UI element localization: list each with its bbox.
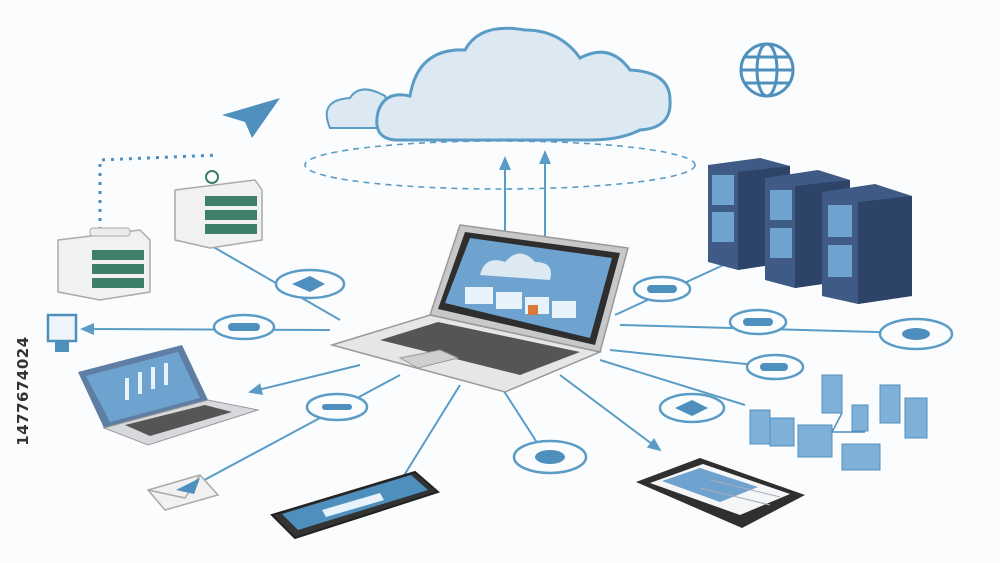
tablet-icon <box>270 470 440 540</box>
router-icon <box>57 170 263 301</box>
link-envelope <box>194 374 401 486</box>
building-cluster-icon <box>749 374 928 471</box>
node <box>728 308 788 336</box>
node <box>658 392 726 424</box>
tablet-icon <box>636 458 805 528</box>
link-laptop-small <box>248 364 361 395</box>
server-rack-icon <box>708 158 912 304</box>
paper-plane-icon <box>222 98 280 138</box>
link-tablet <box>394 384 461 491</box>
node <box>305 392 369 422</box>
network-nodes <box>212 268 954 475</box>
laptop-icon <box>78 345 260 446</box>
monitor-icon <box>46 313 78 352</box>
node <box>274 268 346 300</box>
globe-icon <box>739 42 795 98</box>
link-buildings <box>599 359 746 406</box>
node <box>632 275 692 303</box>
link-tablet-right <box>559 374 662 452</box>
node <box>878 317 954 351</box>
envelope-icon <box>146 474 220 511</box>
node <box>512 439 588 475</box>
node <box>745 353 805 381</box>
node <box>212 313 276 341</box>
link-monitor <box>80 323 331 336</box>
cloud-icon <box>304 26 696 190</box>
laptop-icon <box>329 224 629 393</box>
